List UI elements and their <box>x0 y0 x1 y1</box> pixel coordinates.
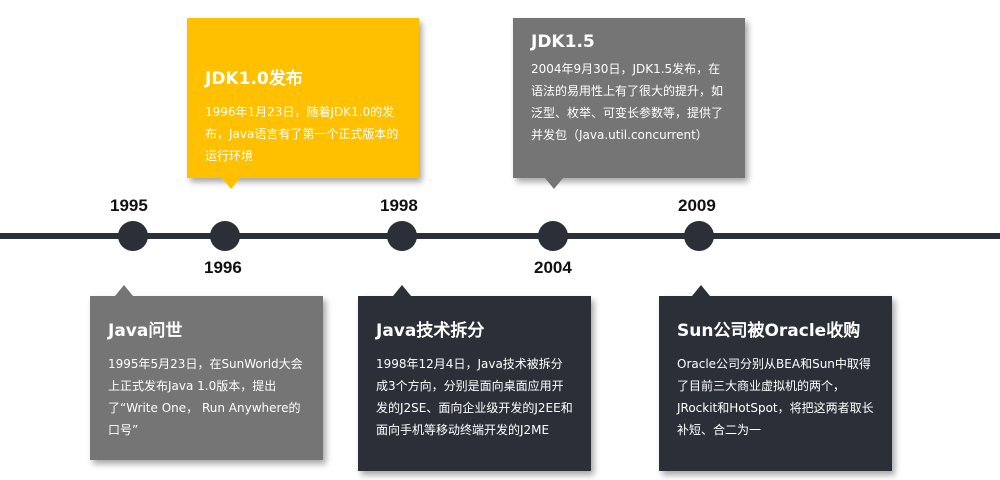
timeline-dot-2009 <box>684 221 714 251</box>
event-card-oracle: Sun公司被Oracle收购 Oracle公司分别从BEA和Sun中取得了目前三… <box>659 285 892 471</box>
timeline-dot-2004 <box>538 221 568 251</box>
event-title-split: Java技术拆分 <box>376 321 485 341</box>
card-pointer <box>222 178 240 189</box>
card-pointer <box>692 285 710 296</box>
year-label-1996: 1996 <box>204 258 242 277</box>
event-body-jdk10: 1996年1月23日，随着JDK1.0的发布，Java语言有了第一个正式版本的运… <box>205 105 399 163</box>
event-body-birth: 1995年5月23日，在SunWorld大会上正式发布Java 1.0版本，提出… <box>108 357 303 437</box>
event-title-jdk15: JDK1.5 <box>531 32 595 52</box>
year-label-2004: 2004 <box>534 258 572 277</box>
event-title-oracle: Sun公司被Oracle收购 <box>677 321 861 341</box>
year-label-1998: 1998 <box>380 196 418 215</box>
timeline-axis <box>0 233 1000 239</box>
year-label-2009: 2009 <box>678 196 716 215</box>
timeline-dot-1995 <box>118 221 148 251</box>
event-card-split: Java技术拆分 1998年12月4日，Java技术被拆分成3个方向，分别是面向… <box>358 285 591 471</box>
event-card-birth: Java问世 1995年5月23日，在SunWorld大会上正式发布Java 1… <box>90 285 323 460</box>
year-label-1995: 1995 <box>110 196 148 215</box>
timeline-dot-1998 <box>387 221 417 251</box>
card-pointer <box>545 178 563 189</box>
card-pointer <box>393 285 411 296</box>
event-card-jdk10: JDK1.0发布 1996年1月23日，随着JDK1.0的发布，Java语言有了… <box>187 18 419 189</box>
event-title-jdk10: JDK1.0发布 <box>205 69 303 89</box>
event-body-jdk15: 2004年9月30日，JDK1.5发布，在语法的易用性上有了很大的提升，如泛型、… <box>531 62 724 142</box>
event-title-birth: Java问世 <box>108 321 183 341</box>
event-body-split: 1998年12月4日，Java技术被拆分成3个方向，分别是面向桌面应用开发的J2… <box>376 357 573 437</box>
event-card-jdk15: JDK1.5 2004年9月30日，JDK1.5发布，在语法的易用性上有了很大的… <box>513 18 745 189</box>
event-body-oracle: Oracle公司分别从BEA和Sun中取得了目前三大商业虚拟机的两个，JRock… <box>677 357 874 437</box>
card-pointer <box>115 285 133 296</box>
timeline-dot-1996 <box>210 221 240 251</box>
